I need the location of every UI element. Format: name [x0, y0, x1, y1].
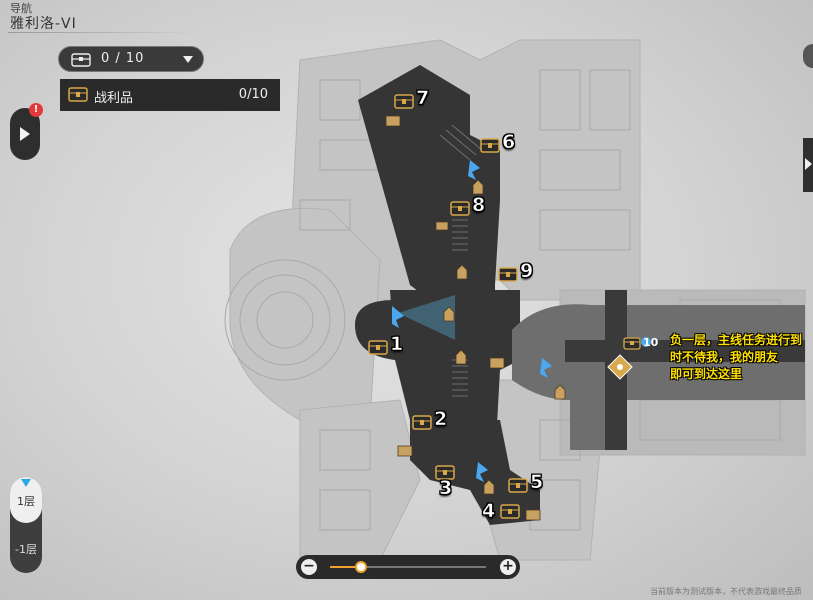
build-disclaimer: 当前版本为测试版本，不代表游戏最终品质	[650, 587, 802, 596]
chest-number: 6	[502, 131, 516, 154]
chest-icon	[508, 478, 528, 493]
chest-number: 5	[530, 471, 544, 494]
alert-badge: !	[29, 103, 43, 117]
map-title: 雅利洛-VI	[10, 16, 77, 32]
zoom-slider-handle[interactable]	[355, 561, 368, 573]
chest-number: 4	[482, 500, 496, 523]
zoom-in-button[interactable]: +	[500, 559, 516, 575]
loot-label: 战利品	[94, 91, 134, 106]
chest-number: 9	[520, 260, 534, 283]
floor-minus1-button[interactable]: -1层	[15, 543, 37, 556]
chest-icon	[480, 138, 500, 153]
floor-1-label: 1层	[17, 495, 35, 508]
header-subtitle: 导航	[10, 2, 32, 15]
building-details	[224, 69, 781, 531]
chevron-down-icon	[183, 56, 193, 63]
chevron-right-icon	[805, 158, 812, 170]
annotation-line-3: 即可到达这里	[670, 367, 743, 381]
chest-icon	[435, 465, 455, 480]
chest-icon	[368, 340, 388, 355]
zoom-out-button[interactable]: −	[301, 559, 317, 575]
collection-dropdown[interactable]: 0 / 10	[58, 46, 204, 72]
collection-counter: 0 / 10	[101, 51, 145, 66]
floor-1-button[interactable]: 1层	[10, 477, 42, 523]
right-menu-button[interactable]	[803, 44, 813, 68]
annotation-line-2: 时不待我，我的朋友	[670, 350, 779, 364]
chest-icon	[394, 94, 414, 109]
mission-toggle-button[interactable]: !	[10, 103, 43, 160]
annotation-line-1: 负一层，主线任务进行到	[670, 333, 803, 347]
chest-number: 2	[434, 408, 448, 431]
chest-icon	[450, 201, 470, 216]
loot-count: 0/10	[238, 87, 268, 102]
zoom-control: − +	[296, 555, 520, 579]
chest-icon	[500, 504, 520, 519]
teleport-marker-basement[interactable]	[641, 337, 651, 347]
floor-selector: 1层 -1层	[10, 477, 42, 573]
chest-number: 10	[643, 336, 659, 349]
player-marker	[392, 295, 455, 340]
chest-number: 3	[439, 477, 453, 500]
chest-icon	[623, 337, 641, 350]
basement-annotation: 负一层，主线任务进行到 时不待我，我的朋友 即可到达这里	[670, 332, 810, 383]
loot-panel[interactable]: 战利品 0/10	[60, 79, 280, 111]
right-panel-toggle[interactable]	[803, 138, 813, 192]
teleport-markers	[468, 160, 552, 482]
chest-number: 7	[416, 87, 430, 110]
chest-icon	[71, 53, 91, 67]
objective-marker[interactable]	[607, 354, 633, 380]
chest-icon	[498, 267, 518, 282]
chest-number: 1	[390, 333, 404, 356]
current-floor-indicator-icon	[21, 479, 31, 487]
chest-number: 8	[472, 194, 486, 217]
chest-icon	[412, 415, 432, 430]
zoom-slider-fill	[330, 566, 362, 568]
waypoint-markers	[385, 115, 566, 521]
play-icon	[20, 127, 30, 141]
zoom-slider[interactable]	[330, 561, 486, 573]
header-divider	[8, 32, 198, 33]
chest-icon	[68, 87, 88, 102]
